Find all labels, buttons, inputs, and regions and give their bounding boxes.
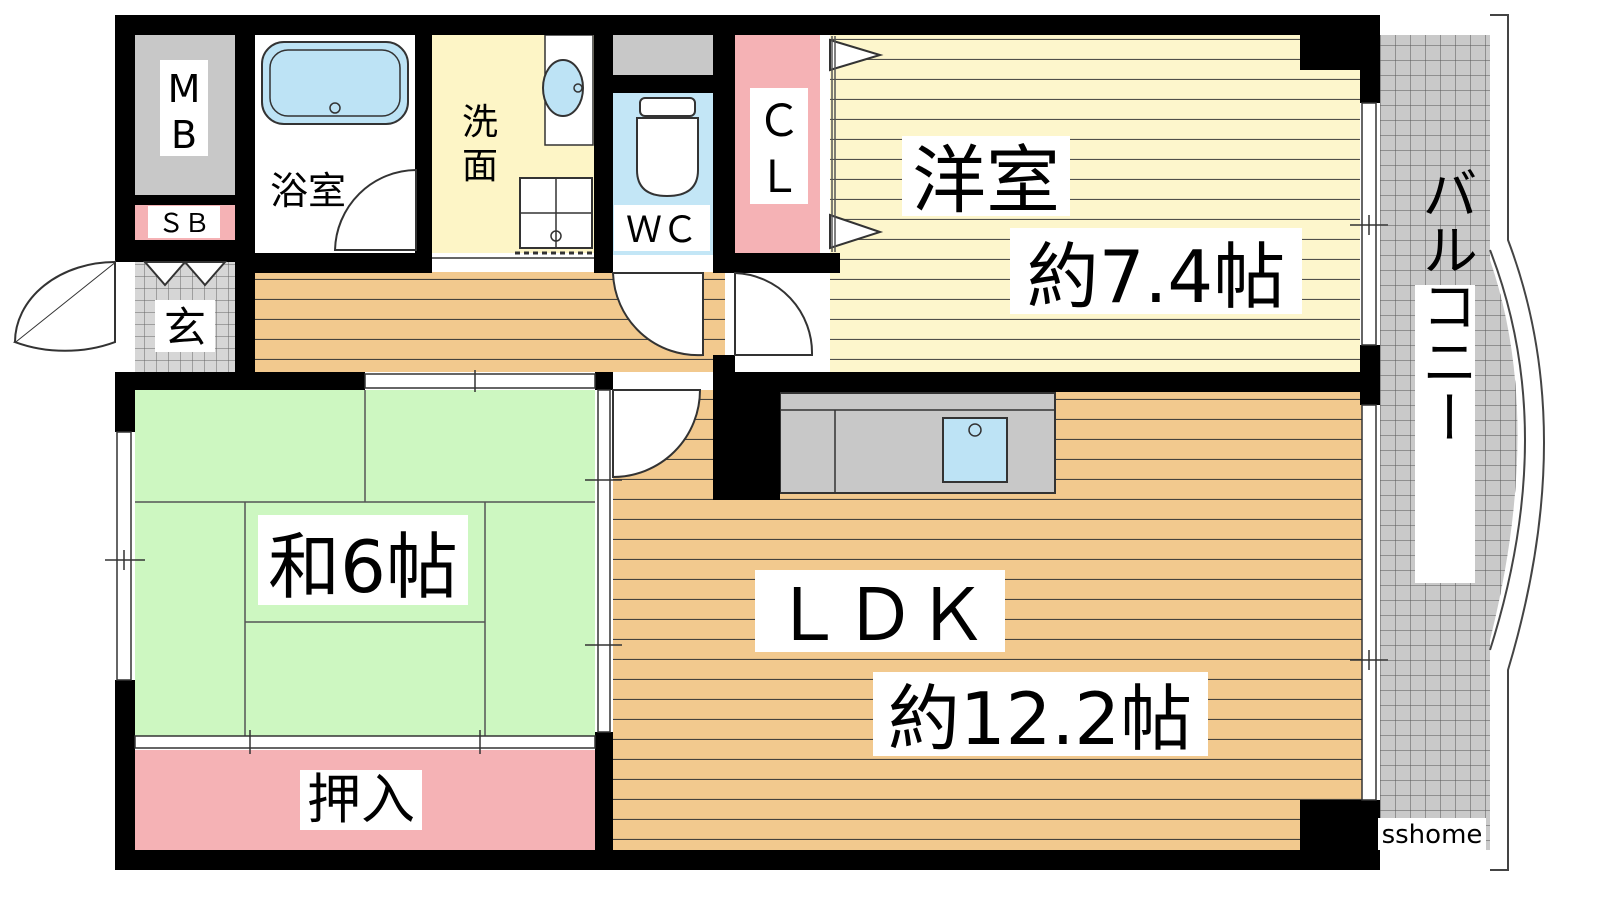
- mb-label-line1: M: [168, 67, 201, 111]
- toilet-bowl: [636, 117, 699, 198]
- mb-label-line2: B: [171, 113, 197, 157]
- washroom-label-line1: 洗: [462, 102, 498, 143]
- balcony-label: バルコニー: [1413, 165, 1478, 445]
- genkan-label: 玄: [164, 303, 206, 352]
- bathtub: [261, 41, 409, 125]
- washroom-label-line2: 面: [462, 146, 498, 187]
- walls: [115, 15, 1380, 870]
- sb-label: ＳＢ: [158, 209, 210, 239]
- toilet-tank: [639, 97, 696, 117]
- watermark: sshome: [1382, 820, 1483, 850]
- ldk-size: 約12.2帖: [888, 677, 1192, 761]
- closet-label-line2: Ｌ: [757, 152, 801, 203]
- wc-label: ＷＣ: [626, 210, 698, 251]
- door-swings: [12, 38, 884, 479]
- oshiire-label: 押入: [307, 768, 415, 831]
- bath-label: 浴室: [270, 169, 346, 213]
- kitchen-sink: [942, 417, 1008, 483]
- western-room-size: 約7.4帖: [1027, 235, 1286, 319]
- ldk-name: ＬＤＫ: [772, 573, 988, 657]
- closet-label-line1: Ｃ: [757, 96, 801, 147]
- kitchen-counter: [779, 392, 1056, 494]
- japanese-room-label: 和6帖: [268, 525, 458, 609]
- western-room-name: 洋室: [912, 138, 1060, 224]
